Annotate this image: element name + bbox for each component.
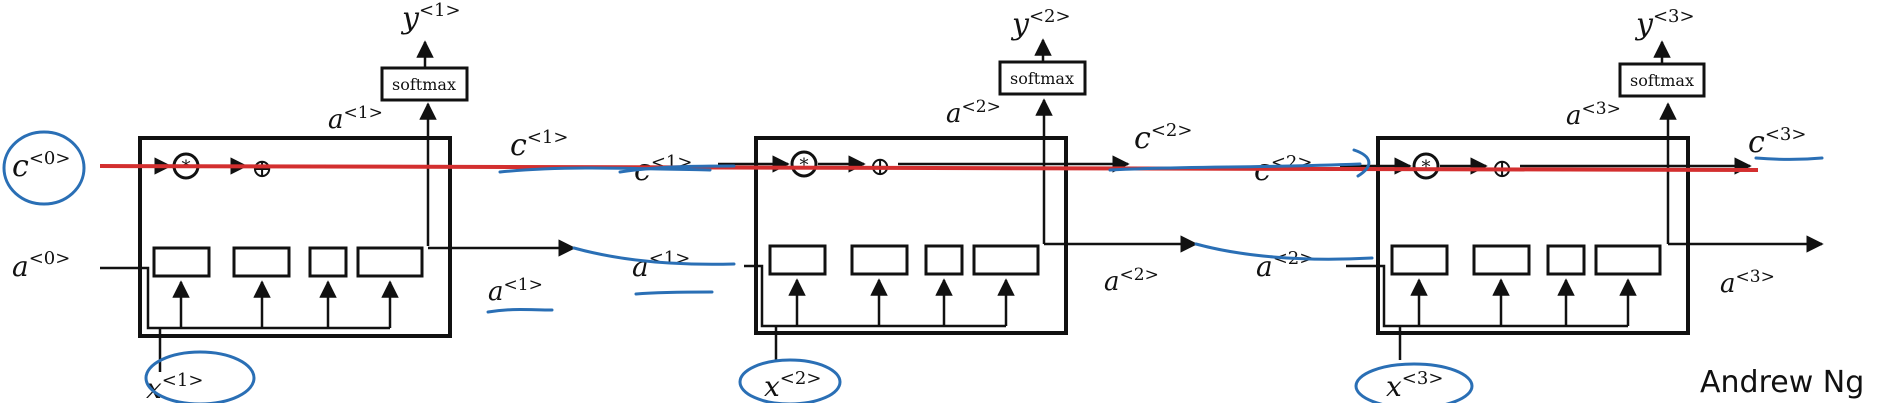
multiply-op: [1412, 152, 1440, 180]
activation-out-label-below: a<3>: [1720, 267, 1775, 299]
gate-box: [1594, 244, 1662, 276]
gate-box: [1546, 244, 1586, 276]
activation-out-label-below: a<1>: [488, 275, 543, 307]
cell-out-label: c<2>: [1134, 120, 1192, 156]
cell-box: [754, 136, 1068, 335]
signature: Andrew Ng: [1700, 365, 1864, 400]
underline-c1-copy: [618, 164, 736, 174]
softmax-label: softmax: [1630, 71, 1694, 90]
handwriting-annotations: [2, 130, 1824, 403]
cell-box: [138, 136, 452, 338]
gate-box: [768, 244, 827, 276]
gate-box: [308, 246, 348, 278]
lstm-cell-3: * ⊕ softmax y<3> a<3> c<3> a<3> x<3>: [1340, 6, 1824, 403]
mark-c2-end: [1352, 148, 1371, 178]
circle-c0: [2, 130, 86, 206]
softmax-label: softmax: [392, 75, 456, 94]
output-y-label: y<1>: [400, 0, 461, 36]
activation-out-label-below: a<2>: [1104, 265, 1159, 297]
initial-activation-label: a<0>: [12, 248, 70, 283]
input-x-label: x<1>: [146, 370, 203, 403]
input-x-label: x<2>: [764, 368, 821, 403]
underline-a1-copy: [634, 290, 714, 296]
underline-c1: [498, 166, 712, 174]
cell-out-label: c<1>: [510, 127, 568, 163]
add-symbol: ⊕: [251, 154, 273, 184]
gate-box: [1390, 244, 1449, 276]
activation-out-label: a<1>: [328, 103, 383, 135]
multiply-op: [790, 150, 818, 178]
gate-box: [232, 246, 291, 278]
underline-c3: [1754, 156, 1824, 161]
cell-out-label: c<3>: [1748, 124, 1806, 160]
gate-box: [972, 244, 1040, 276]
circle-x2: [738, 358, 842, 403]
cell-box: [1376, 136, 1690, 335]
softmax-box: [1618, 62, 1706, 98]
cell-state-highlight: [99, 164, 1759, 172]
gate-box: [1472, 244, 1531, 276]
lstm-cell-2: * ⊕ softmax y<2> a<2> c<2> a<2> x<2>: [718, 6, 1198, 403]
activation-out-label: a<3>: [1566, 99, 1621, 131]
output-y-label: y<2>: [1010, 6, 1071, 42]
multiply-symbol: *: [800, 155, 809, 176]
gate-box: [924, 244, 964, 276]
softmax-label: softmax: [1010, 69, 1074, 88]
activation-in-label-3: a<2>: [1256, 248, 1314, 283]
softmax-box: [998, 60, 1087, 96]
activation-out-label: a<2>: [946, 97, 1001, 129]
softmax-box: [380, 66, 469, 102]
gate-box: [152, 246, 211, 278]
gate-box: [850, 244, 909, 276]
underline-c2: [1108, 162, 1362, 172]
gate-box: [356, 246, 424, 278]
circle-x1: [144, 350, 256, 403]
stroke-a2-arrow: [1194, 242, 1374, 261]
circle-x3: [1354, 362, 1474, 403]
output-y-label: y<3>: [1634, 6, 1695, 42]
underline-a1: [486, 308, 554, 314]
lstm-cell-1: * ⊕ softmax y<1> a<1> c<1> a<1> x<1>: [100, 0, 576, 403]
initial-cell-label: c<0>: [12, 148, 70, 184]
activation-in-label-2: a<1>: [632, 248, 690, 283]
stroke-a1-arrow: [572, 246, 736, 266]
input-x-label: x<3>: [1386, 368, 1443, 403]
